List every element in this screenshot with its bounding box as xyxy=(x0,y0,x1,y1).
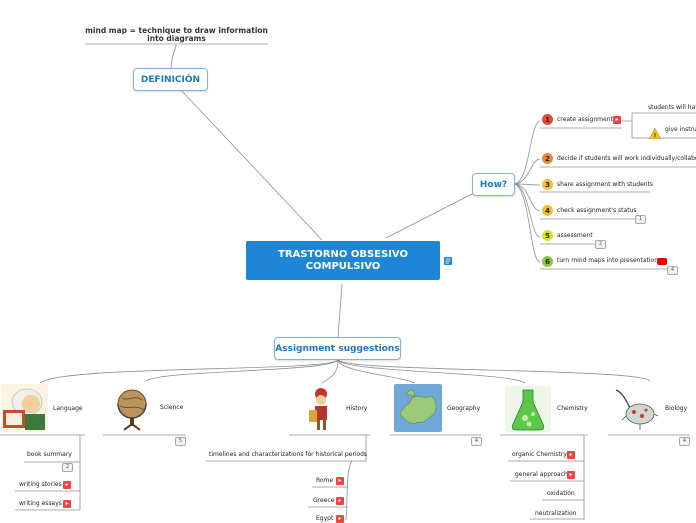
language-item-book-summary[interactable]: book summary xyxy=(27,451,72,458)
language-image xyxy=(1,384,48,432)
chemistry-label[interactable]: Chemistry xyxy=(557,405,588,412)
rome-attachment-icon[interactable]: ▸ xyxy=(336,477,344,485)
writing-stories-attachment-icon[interactable]: ▸ xyxy=(63,481,71,489)
central-topic-line2: COMPULSIVO xyxy=(305,260,381,272)
step-5-text[interactable]: assessment xyxy=(557,232,593,239)
language-item-writing-essays[interactable]: writing essays xyxy=(19,500,62,507)
step-6-text[interactable]: turn mind maps into presentations xyxy=(557,257,662,264)
step-5-count-badge[interactable]: 2 xyxy=(595,240,606,249)
central-topic-line1: TRASTORNO OBSESIVO xyxy=(278,248,408,260)
step-4-count-badge[interactable]: 1 xyxy=(635,215,646,224)
biology-virus-image xyxy=(612,386,659,432)
general-approach-attachment-icon[interactable]: ▸ xyxy=(567,471,575,479)
step-1-text[interactable]: create assignment xyxy=(557,116,613,123)
assignment-suggestions-node[interactable]: Assignment suggestions xyxy=(274,337,401,360)
definition-text[interactable]: mind map = technique to draw information… xyxy=(85,27,268,43)
warning-icon: ! xyxy=(648,124,662,139)
definicion-label: DEFINICIÓN xyxy=(140,74,201,85)
step-3-text[interactable]: share assignment with students xyxy=(557,181,654,188)
biology-label[interactable]: Biology xyxy=(665,405,688,412)
europe-map-image xyxy=(394,384,442,432)
notes-icon[interactable] xyxy=(444,257,452,265)
roman-soldier-image xyxy=(305,384,338,432)
chemistry-flask-image xyxy=(505,386,551,432)
definition-text-line2: into diagrams xyxy=(147,34,206,43)
video-icon[interactable] xyxy=(657,258,667,265)
writing-essays-attachment-icon[interactable]: ▸ xyxy=(63,500,71,508)
chemistry-item-neutralization[interactable]: neutralization xyxy=(535,510,577,517)
step-2-text[interactable]: decide if students will work individuall… xyxy=(557,155,696,162)
language-item-writing-stories[interactable]: writing stories xyxy=(19,481,62,488)
biology-count-badge[interactable]: 4 xyxy=(679,437,690,446)
how-label: How? xyxy=(479,179,508,190)
history-label[interactable]: History xyxy=(346,405,368,412)
step-4-text[interactable]: check assignment's status xyxy=(557,207,637,214)
globe-image xyxy=(114,384,149,432)
step-3-number: 3 xyxy=(542,179,553,190)
science-label[interactable]: Science xyxy=(160,404,184,411)
geography-label[interactable]: Geography xyxy=(447,405,481,412)
central-topic[interactable]: TRASTORNO OBSESIVO COMPULSIVO xyxy=(246,241,440,280)
step-6-number: 6 xyxy=(542,256,553,267)
language-item-badge[interactable]: 2 xyxy=(62,463,73,472)
step-1-sub2[interactable]: give instruc xyxy=(665,126,696,133)
step-6-count-badge[interactable]: 4 xyxy=(667,266,678,275)
step-1-sub1[interactable]: students will have xyxy=(648,104,696,111)
chemistry-item-organic[interactable]: organic Chemistry xyxy=(512,451,567,458)
geography-count-badge[interactable]: 4 xyxy=(471,437,482,446)
chemistry-item-oxidation[interactable]: oxidation xyxy=(547,490,575,497)
history-item-rome[interactable]: Rome xyxy=(316,477,334,484)
step-1-attachment-icon[interactable]: ▸ xyxy=(613,116,621,124)
chemistry-item-general[interactable]: general approach xyxy=(515,471,568,478)
step-2-number: 2 xyxy=(542,153,553,164)
assignment-suggestions-label: Assignment suggestions xyxy=(275,343,400,354)
history-item-egypt[interactable]: Egypt xyxy=(316,515,334,522)
history-item-timelines[interactable]: timelines and characterizations for hist… xyxy=(209,451,368,458)
step-5-number: 5 xyxy=(542,230,553,241)
definition-text-line1: mind map = technique to draw information xyxy=(85,26,268,35)
greece-attachment-icon[interactable]: ▸ xyxy=(336,497,344,505)
definicion-node[interactable]: DEFINICIÓN xyxy=(133,68,208,91)
svg-text:!: ! xyxy=(654,132,657,139)
how-node[interactable]: How? xyxy=(472,173,515,196)
step-4-number: 4 xyxy=(542,205,553,216)
step-1-number: 1 xyxy=(542,114,553,125)
science-count-badge[interactable]: 5 xyxy=(175,437,186,446)
egypt-attachment-icon[interactable]: ▸ xyxy=(336,515,344,523)
history-item-greece[interactable]: Greece xyxy=(313,497,335,504)
language-label[interactable]: Language xyxy=(53,405,83,412)
organic-chemistry-attachment-icon[interactable]: ▸ xyxy=(567,451,575,459)
